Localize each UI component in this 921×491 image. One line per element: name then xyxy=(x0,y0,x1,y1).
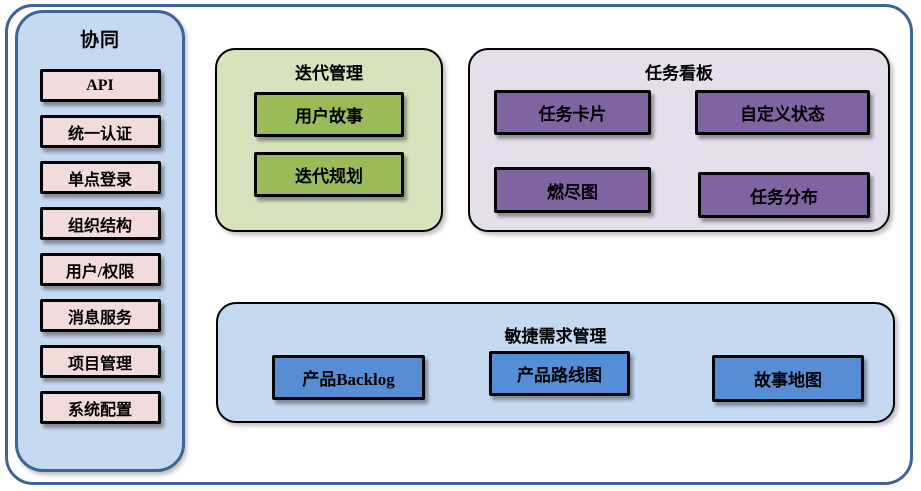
group-agile-requirements: 敏捷需求管理 产品Backlog 产品路线图 故事地图 xyxy=(216,302,895,423)
sidebar-item-project-management: 项目管理 xyxy=(39,345,161,378)
sidebar-collaboration-panel: 协同 API 统一认证 单点登录 组织结构 用户/权限 消息服务 项目管理 系统… xyxy=(15,10,185,472)
node-burndown-chart: 燃尽图 xyxy=(494,167,651,213)
group-task-board: 任务看板 任务卡片 自定义状态 燃尽图 任务分布 xyxy=(468,48,890,232)
sidebar-item-unified-auth: 统一认证 xyxy=(39,115,161,148)
node-iteration-planning: 迭代规划 xyxy=(254,152,404,197)
sidebar-item-single-sign-on: 单点登录 xyxy=(39,161,161,194)
group-agile-requirements-title: 敏捷需求管理 xyxy=(504,327,607,346)
group-iteration-management: 迭代管理 用户故事 迭代规划 xyxy=(215,48,443,232)
sidebar-item-list: API 统一认证 单点登录 组织结构 用户/权限 消息服务 项目管理 系统配置 xyxy=(18,69,182,424)
node-product-backlog: 产品Backlog xyxy=(272,355,425,400)
group-iteration-title: 迭代管理 xyxy=(295,64,363,83)
sidebar-item-user-permissions: 用户/权限 xyxy=(39,253,161,286)
node-task-distribution: 任务分布 xyxy=(698,172,870,218)
node-task-card: 任务卡片 xyxy=(494,90,651,135)
node-custom-status: 自定义状态 xyxy=(695,90,870,135)
group-task-board-title: 任务看板 xyxy=(645,64,713,83)
node-user-story: 用户故事 xyxy=(254,92,404,137)
node-story-map: 故事地图 xyxy=(712,355,864,402)
sidebar-item-api: API xyxy=(39,69,161,102)
node-product-roadmap: 产品路线图 xyxy=(489,351,630,396)
sidebar-item-system-config: 系统配置 xyxy=(39,391,161,424)
sidebar-item-message-service: 消息服务 xyxy=(39,299,161,332)
sidebar-item-org-structure: 组织结构 xyxy=(39,207,161,240)
sidebar-title: 协同 xyxy=(79,30,120,51)
